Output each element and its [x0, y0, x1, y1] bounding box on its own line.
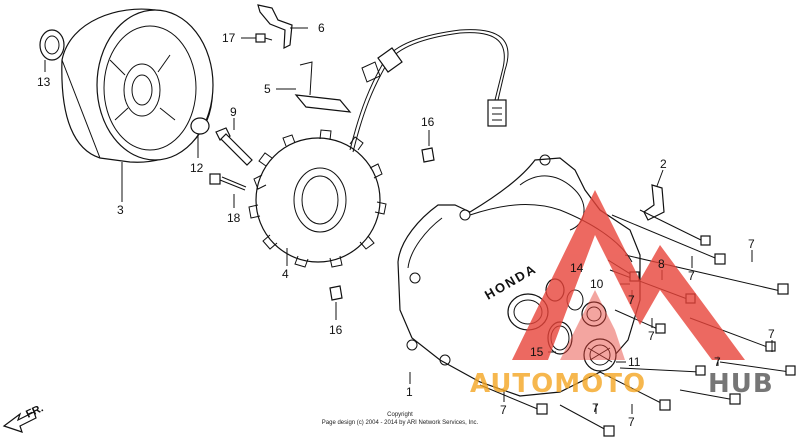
dowel-pin-upper	[421, 147, 435, 163]
callout-13: 13	[37, 75, 51, 89]
callout-9: 9	[230, 105, 237, 119]
callout-1: 1	[406, 385, 413, 399]
callout-15: 15	[530, 345, 544, 359]
callout-7i: 7	[500, 403, 507, 417]
cap-11	[583, 338, 617, 372]
callout-7g: 7	[628, 415, 635, 429]
dowel-pin-lower	[329, 285, 343, 301]
bracket-2	[643, 184, 665, 221]
callout-2: 2	[660, 157, 667, 171]
copyright-line-2: Page design (c) 2004 - 2014 by ARI Netwo…	[322, 420, 479, 426]
callout-7f: 7	[714, 355, 721, 369]
callout-5: 5	[264, 82, 271, 96]
callout-7c: 7	[628, 293, 635, 307]
callout-8: 8	[658, 257, 665, 271]
callout-12: 12	[190, 161, 204, 175]
washer-13	[39, 29, 65, 61]
clamp-5	[294, 61, 352, 113]
callout-7a: 7	[748, 237, 755, 251]
callout-16b: 16	[329, 323, 343, 337]
copyright-line-1: Copyright	[387, 412, 413, 418]
callout-14: 14	[570, 261, 584, 275]
callout-7h: 7	[592, 401, 599, 415]
callout-18: 18	[227, 211, 241, 225]
callout-11: 11	[628, 355, 641, 369]
front-direction-arrow: FR.	[2, 402, 45, 433]
flywheel	[61, 8, 214, 163]
cap-10	[581, 301, 607, 327]
watermark-logo: AUTOMOTO HUB	[470, 190, 774, 399]
callout-4: 4	[282, 267, 289, 281]
screw-17	[255, 33, 273, 43]
bolt-9	[215, 127, 253, 166]
callout-numbers: 1 2 3 4 5 6 7 7 7 7 7 7 7 7 7 8 9 10 11 …	[37, 21, 775, 429]
callout-7d: 7	[648, 329, 655, 343]
watermark-text-dark: HUB	[708, 369, 774, 399]
callout-6: 6	[318, 21, 325, 35]
clamp-6	[257, 4, 293, 49]
callout-16a: 16	[421, 115, 435, 129]
callout-7e: 7	[768, 327, 775, 341]
direction-label: FR.	[24, 402, 45, 420]
bolt-18	[209, 173, 247, 191]
stator	[248, 129, 387, 268]
callout-10: 10	[590, 277, 604, 291]
watermark-text-orange: AUTOMOTO	[470, 369, 646, 399]
callout-3: 3	[117, 203, 124, 217]
washer-12	[190, 117, 210, 135]
callout-17: 17	[222, 31, 236, 45]
wire-harness	[349, 29, 509, 153]
callout-7b: 7	[688, 269, 695, 283]
